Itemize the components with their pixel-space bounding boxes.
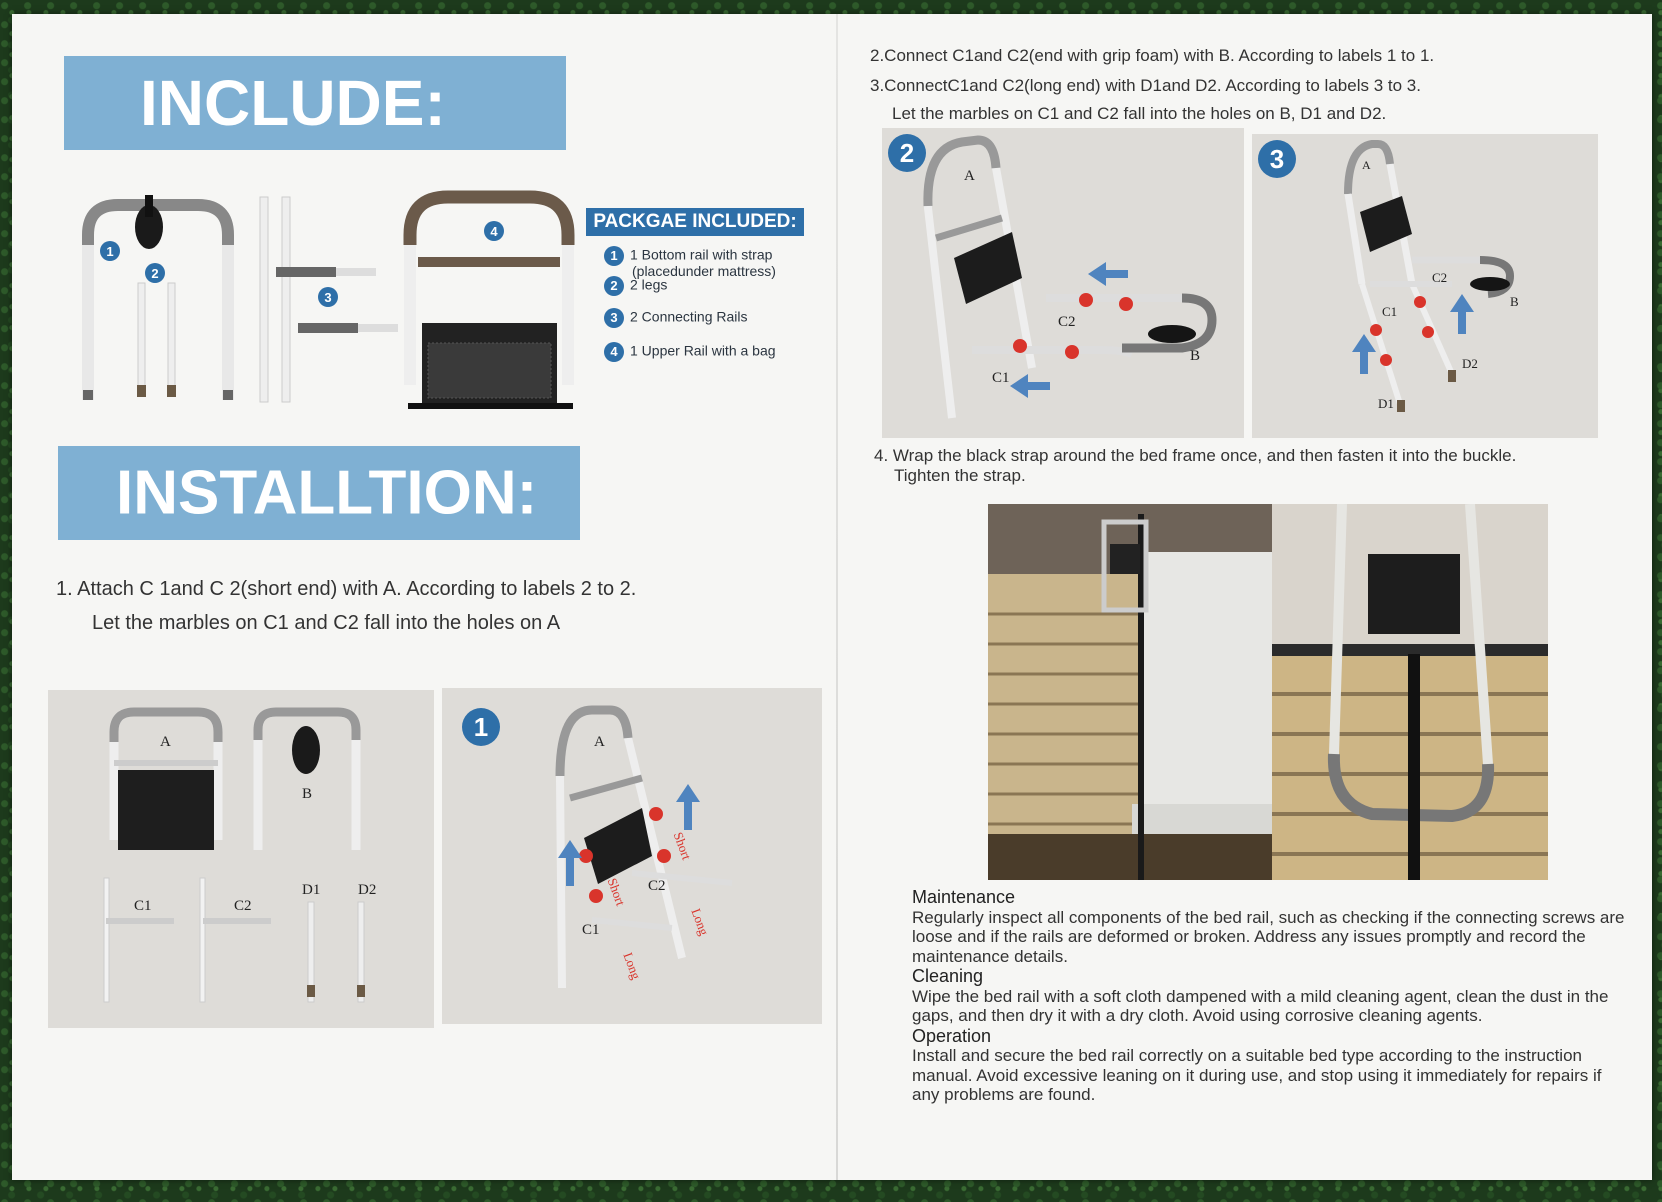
installed-photo-wide-drawing: [988, 504, 1272, 880]
installed-photo-closeup: [1272, 504, 1548, 880]
diagram-2-label-c1: C1: [992, 370, 1010, 386]
package-item-label: 1 Bottom rail with strap: [630, 246, 773, 263]
package-item-sublabel: (placedunder mattress): [632, 263, 776, 279]
step-4-line-2: Tighten the strap.: [894, 466, 1026, 485]
illustration-badge-2: 2: [145, 263, 165, 283]
package-item-label: 2 Connecting Rails: [630, 308, 748, 325]
diagram-1-badge: 1: [462, 708, 500, 746]
diagram-3-badge: 3: [1258, 140, 1296, 178]
part-label-d1: D1: [302, 882, 321, 898]
diagram-3-label-b: B: [1510, 294, 1519, 309]
diagram-1-drawing: [555, 705, 733, 989]
package-item-4: 4 1 Upper Rail with a bag: [604, 342, 776, 362]
diagram-2-label-b: B: [1190, 348, 1201, 364]
diagram-2-drawing: [923, 135, 1217, 419]
illustration-number-2: 2: [151, 266, 158, 281]
illustration-badge-1: 1: [100, 241, 120, 261]
package-included-title: PACKGAE INCLUDED:: [586, 208, 804, 236]
package-item-2: 2 2 legs: [604, 276, 667, 296]
step-2-text: 2.Connect C1and C2(end with grip foam) w…: [870, 46, 1435, 65]
part-label-c2: C2: [234, 898, 252, 914]
diagram-3-label-d2: D2: [1462, 356, 1478, 371]
diagram-3-panel: 3 A C2 C1 B D2 D1: [1252, 134, 1598, 438]
package-item-number: 1: [604, 246, 624, 266]
diagram-1-label-a: A: [594, 734, 605, 750]
part-label-a: A: [160, 734, 171, 750]
parts-layout-drawing: [103, 707, 365, 1003]
illustration-badge-3: 3: [318, 287, 338, 307]
diagram-3-label-c2: C2: [1432, 270, 1448, 285]
diagram-3-label-a: A: [1362, 158, 1371, 172]
sheet-fold: [836, 14, 838, 1180]
installation-heading-text: INSTALLTION:: [116, 458, 538, 528]
diagram-2-badge: 2: [888, 134, 926, 172]
diagram-1-label-c1: C1: [582, 922, 600, 938]
parts-layout-panel: A B C1 C2 D1 D2: [48, 690, 434, 1028]
step-3-line-2: Let the marbles on C1 and C2 fall into t…: [892, 104, 1387, 123]
package-item-label: 2 legs: [630, 276, 668, 293]
include-heading-text: INCLUDE:: [140, 67, 446, 139]
package-item-3: 3 2 Connecting Rails: [604, 308, 748, 328]
package-item-number: 2: [604, 276, 624, 296]
operation-title: Operation: [912, 1025, 992, 1046]
illustration-number-3: 3: [324, 290, 331, 305]
operation-text: Install and secure the bed rail correctl…: [912, 1046, 1602, 1104]
buckle-strap-shape: [135, 205, 163, 249]
parts-illustration: 1 2 3 4: [82, 190, 575, 409]
installed-photo-wide: [988, 504, 1272, 880]
package-item-label: 1 Upper Rail with a bag: [630, 342, 776, 359]
maintenance-text: Regularly inspect all components of the …: [912, 907, 1625, 966]
cleaning-text: Wipe the bed rail with a soft cloth damp…: [912, 986, 1609, 1026]
diagram-3-label-c1: C1: [1382, 304, 1398, 319]
illustration-badge-4: 4: [484, 221, 504, 241]
package-item-1: 1 1 Bottom rail with strap (placedunder m…: [604, 246, 776, 279]
include-heading: INCLUDE:: [64, 56, 566, 150]
diagram-3-label-d1: D1: [1378, 396, 1394, 411]
cleaning-title: Cleaning: [912, 966, 984, 986]
illustration-number-4: 4: [490, 224, 498, 239]
package-item-number: 4: [604, 342, 624, 362]
diagram-3-drawing: [1344, 140, 1515, 412]
diagram-2-label-c2: C2: [1058, 314, 1076, 330]
part-label-d2: D2: [358, 882, 377, 898]
illustration-number-1: 1: [106, 244, 113, 259]
part-label-c1: C1: [134, 898, 152, 914]
installation-heading: INSTALLTION:: [58, 446, 580, 540]
diagram-2-panel: 2 A C2 C1 B: [882, 128, 1244, 438]
step-1-line-2: Let the marbles on C1 and C2 fall into t…: [92, 612, 561, 634]
diagram-1-panel: 1 A C2 C1 Short Short Long Long: [442, 688, 822, 1024]
step-4-line-1: 4. Wrap the black strap around the bed f…: [874, 446, 1517, 465]
step-1-text: 1. Attach C 1and C 2(short end) with A. …: [56, 572, 636, 640]
maintenance-title: Maintenance: [912, 887, 1016, 907]
care-instructions: Maintenance Regularly inspect all compon…: [912, 887, 1632, 1106]
package-item-number: 3: [604, 308, 624, 328]
step-3-line-1: 3.ConnectC1and C2(long end) with D1and D…: [870, 76, 1421, 95]
installed-photo-closeup-drawing: [1272, 504, 1548, 880]
diagram-2-label-a: A: [964, 168, 975, 184]
part-label-b: B: [302, 786, 313, 802]
diagram-1-label-c2: C2: [648, 878, 666, 894]
step-1-line-1: 1. Attach C 1and C 2(short end) with A. …: [56, 578, 637, 600]
